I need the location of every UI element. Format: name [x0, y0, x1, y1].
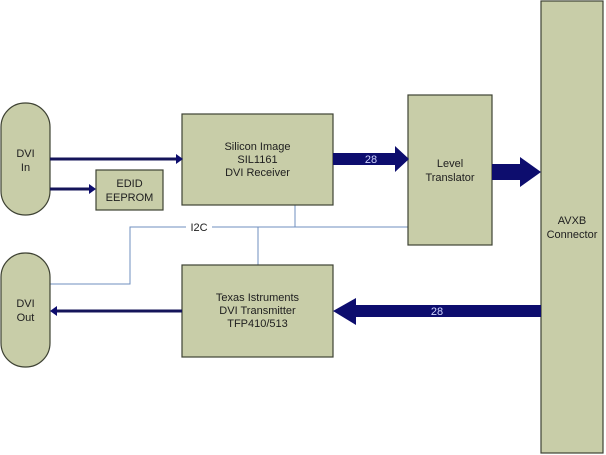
connector-to-transmitter-bus: 28 — [333, 298, 541, 325]
edid-eeprom-label-line1: EDID — [116, 178, 142, 190]
dvi-receiver-label-line3: DVI Receiver — [225, 167, 290, 179]
avxb-connector-label-line1: AVXB — [558, 215, 587, 227]
edid-eeprom-label-line2: EEPROM — [106, 192, 154, 204]
translator-to-connector-bus — [492, 157, 541, 187]
dvi-transmitter-block: Texas Istruments DVI Transmitter TFP410/… — [181, 264, 334, 358]
i2c-label: I2C — [190, 222, 207, 234]
dvi-receiver-block: Silicon Image SIL1161 DVI Receiver — [181, 113, 334, 206]
dvi-receiver-label-line1: Silicon Image — [224, 141, 290, 153]
transmitter-to-dvi-out-arrow — [50, 306, 182, 316]
bus-arrow — [333, 298, 541, 325]
edid-eeprom-shape — [95, 169, 164, 211]
dvi-out-shape — [0, 252, 51, 368]
dvi-in-to-receiver-arrow — [50, 154, 183, 164]
dvi-out-block: DVI Out — [0, 252, 51, 368]
dvi-receiver-label-line2: SIL1161 — [237, 154, 277, 166]
arrow-head — [176, 154, 183, 164]
level-translator-block: Level Translator — [407, 94, 493, 246]
level-translator-label-line2: Translator — [425, 172, 474, 184]
level-translator-shape — [407, 94, 493, 246]
arrow-head — [89, 184, 96, 194]
i2c-line-main — [50, 226, 408, 285]
dvi-transmitter-label-line2: DVI Transmitter — [219, 305, 296, 317]
transmitter-bus-width-label: 28 — [431, 306, 443, 318]
bus-arrow — [492, 157, 541, 187]
dvi-in-block: DVI In — [0, 102, 51, 216]
i2c-label-bg — [186, 221, 212, 233]
dvi-in-to-eeprom-arrow — [50, 184, 96, 194]
avxb-connector-label-line2: Connector — [547, 229, 598, 241]
dvi-transmitter-label-line1: Texas Istruments — [216, 292, 300, 304]
avxb-connector-block: AVXB Connector — [540, 0, 604, 454]
dvi-transmitter-shape — [181, 264, 334, 358]
dvi-in-label-line2: In — [21, 162, 30, 174]
receiver-to-translator-bus: 28 — [333, 146, 409, 172]
dvi-out-label-line2: Out — [17, 312, 35, 324]
avxb-connector-shape — [540, 0, 604, 454]
receiver-bus-width-label: 28 — [365, 154, 377, 166]
edid-eeprom-block: EDID EEPROM — [95, 169, 164, 211]
level-translator-label-line1: Level — [437, 158, 463, 170]
dvi-transmitter-label-line3: TFP410/513 — [227, 318, 288, 330]
dvi-out-label-line1: DVI — [16, 298, 34, 310]
arrow-head — [50, 306, 57, 316]
bus-arrow — [333, 146, 409, 172]
dvi-in-label-line1: DVI — [16, 148, 34, 160]
i2c-bus: I2C — [50, 205, 408, 285]
